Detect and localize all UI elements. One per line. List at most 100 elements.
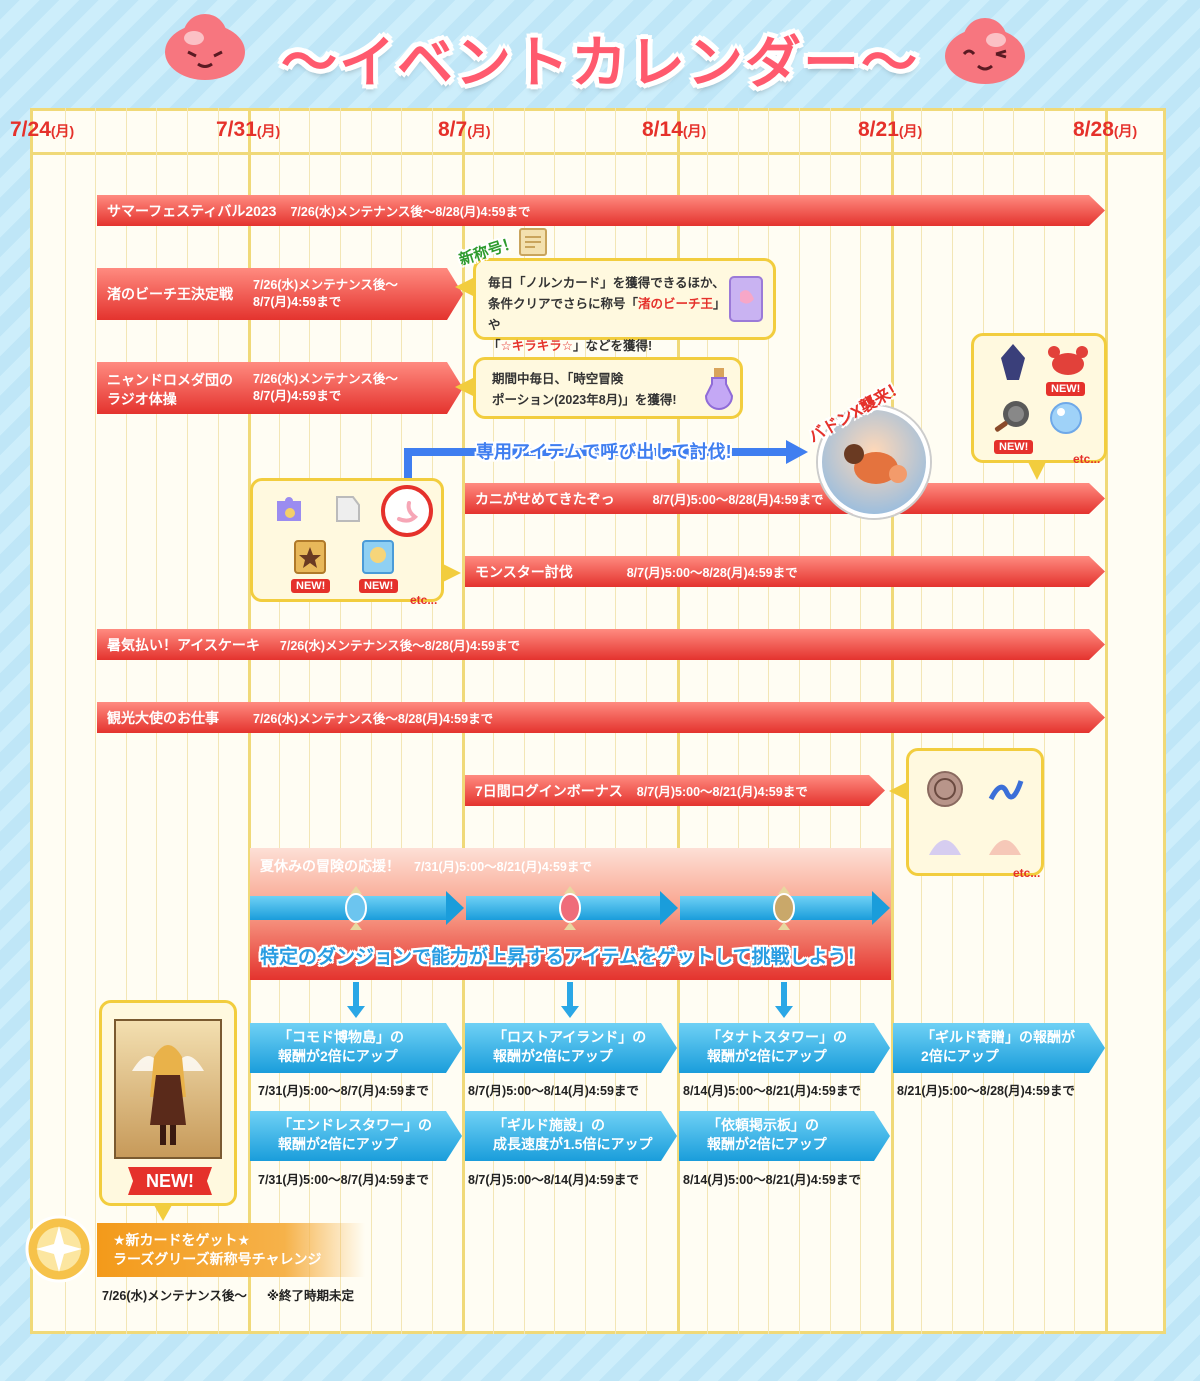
event-name: 暑気払い！アイスケーキ <box>107 636 260 653</box>
event-period: 7/26(水)メンテナンス後〜8/28(月)4:59まで <box>279 639 520 653</box>
event-bar-beach-king[interactable]: 渚のビーチ王決定戦 7/26(水)メンテナンス後〜8/7(月)4:59まで <box>97 268 463 320</box>
callout-text: 毎日「ノルンカード」を獲得できるほか、 条件クリアでさらに称号「渚のビーチ王」や… <box>488 276 726 353</box>
header: 〜イベントカレンダー〜 <box>0 4 1200 100</box>
lane-arrow-head <box>660 891 678 925</box>
reward-period: 7/31(月)5:00〜8/7(月)4:59まで <box>258 1084 429 1098</box>
event-name: 渚のビーチ王決定戦 <box>107 286 233 302</box>
callout-pointer <box>889 782 907 800</box>
reward-period: 8/21(月)5:00〜8/28(月)4:59まで <box>897 1084 1075 1098</box>
card-challenge-bar[interactable]: ★新カードをゲット★ ラーズグリーズ新称号チャレンジ <box>97 1223 365 1277</box>
event-bar-ice-cake[interactable]: 暑気払い！アイスケーキ 7/26(水)メンテナンス後〜8/28(月)4:59まで <box>97 629 1105 660</box>
reward-bar[interactable]: 「依頼掲示板」の報酬が2倍にアップ <box>679 1111 890 1161</box>
new-badge: NEW! <box>359 579 399 593</box>
event-name: 観光大使のお仕事 <box>107 709 219 726</box>
event-period: 7/26(水)メンテナンス後〜※終了時期未定 <box>102 1289 355 1303</box>
reward-bar[interactable]: 「ロストアイランド」の報酬が2倍にアップ <box>465 1023 677 1073</box>
event-bar-crab[interactable]: カニがせめてきたぞっ 8/7(月)5:00〜8/28(月)4:59まで <box>465 483 1105 514</box>
etc-label: etc... <box>1013 866 1041 880</box>
callout-pointer <box>154 1205 172 1221</box>
date-label: 8/28(月) <box>1073 118 1138 141</box>
event-name: ニャンドロメダ団のラジオ体操 <box>107 372 233 407</box>
date-label: 8/14(月) <box>642 118 707 141</box>
event-period: 8/7(月)5:00〜8/28(月)4:59まで <box>626 566 798 580</box>
day-gridline <box>65 108 66 1334</box>
event-bar-monster[interactable]: モンスター討伐 8/7(月)5:00〜8/28(月)4:59まで <box>465 556 1105 587</box>
new-card-callout: NEW! <box>99 1000 237 1206</box>
callout-text: 期間中毎日、「時空冒険 ポーション(2023年8月)」を獲得! <box>492 372 677 407</box>
reward-bar[interactable]: 「ギルド施設」の成長速度が1.5倍にアップ <box>465 1111 677 1161</box>
card-icon <box>294 540 326 574</box>
new-badge: NEW! <box>1046 382 1086 396</box>
lane-arrow-head <box>446 891 464 925</box>
candy-icon <box>345 886 367 930</box>
card-art <box>114 1019 222 1159</box>
poring-icon <box>945 18 1025 84</box>
callout-pointer <box>455 278 473 296</box>
poring-icon <box>165 14 245 80</box>
beach-reward-callout: 毎日「ノルンカード」を獲得できるほか、 条件クリアでさらに称号「渚のビーチ王」や… <box>473 258 776 353</box>
summon-arrow-stem <box>404 448 412 492</box>
login-reward-callout <box>906 748 1044 876</box>
radio-reward-callout: 期間中毎日、「時空冒険 ポーション(2023年8月)」を獲得! <box>473 357 743 419</box>
date-label: 7/24(月) <box>10 118 75 141</box>
etc-label: etc... <box>1073 452 1101 466</box>
crab-reward-callout: NEW! NEW! <box>971 333 1107 463</box>
new-badge: NEW! <box>291 579 331 593</box>
boss-portrait <box>818 406 930 518</box>
reward-bar[interactable]: 「タナトスタワー」の報酬が2倍にアップ <box>679 1023 890 1073</box>
date-row-divider <box>30 152 1166 155</box>
new-badge: NEW! <box>994 440 1034 454</box>
date-label: 8/21(月) <box>858 118 923 141</box>
down-arrow-head <box>347 1006 365 1018</box>
reward-bar[interactable]: 「エンドレスタワー」の報酬が2倍にアップ <box>250 1111 462 1161</box>
reward-period: 8/14(月)5:00〜8/21(月)4:59まで <box>683 1173 861 1187</box>
event-bar-login-bonus[interactable]: 7日間ログインボーナス 8/7(月)5:00〜8/21(月)4:59まで <box>465 775 885 806</box>
event-name: 7日間ログインボーナス <box>475 782 623 799</box>
reward-period: 8/7(月)5:00〜8/14(月)4:59まで <box>468 1173 639 1187</box>
down-arrow <box>781 982 787 1008</box>
lane-arrow-head <box>872 891 890 925</box>
crab-icon <box>844 444 907 484</box>
reward-bar[interactable]: 「コモド博物島」の報酬が2倍にアップ <box>250 1023 462 1073</box>
reward-period: 8/14(月)5:00〜8/21(月)4:59まで <box>683 1084 861 1098</box>
monster-item-callout: NEW! NEW! <box>250 478 444 602</box>
callout-pointer <box>443 564 461 582</box>
date-label: 7/31(月) <box>216 118 281 141</box>
powder-icon <box>929 840 961 855</box>
down-arrow <box>353 982 359 1008</box>
down-arrow-head <box>775 1006 793 1018</box>
candy-icon <box>773 886 795 930</box>
event-period: 7/26(水)メンテナンス後〜8/28(月)4:59まで <box>290 205 531 219</box>
event-bar-radio[interactable]: ニャンドロメダ団のラジオ体操 7/26(水)メンテナンス後〜8/7(月)4:59… <box>97 362 463 414</box>
callout-pointer <box>1028 462 1046 480</box>
frying-pan-icon <box>994 401 1029 432</box>
event-period: 7/26(水)メンテナンス後〜8/7(月)4:59まで <box>253 278 398 309</box>
summer-banner-text: 特定のダンジョンで能力が上昇するアイテムをゲットして挑戦しよう！ <box>260 947 866 968</box>
date-label: 8/7(月) <box>438 118 491 141</box>
highlight-circle <box>381 485 433 537</box>
page-title: 〜イベントカレンダー〜 <box>281 31 919 94</box>
event-name: サマーフェスティバル2023 <box>107 202 277 219</box>
event-bar-summer-festival[interactable]: サマーフェスティバル2023 7/26(水)メンテナンス後〜8/28(月)4:5… <box>97 195 1105 226</box>
paper-icon <box>336 496 360 522</box>
day-gridline <box>95 108 96 1334</box>
event-name: ★新カードをゲット★ ラーズグリーズ新称号チャレンジ <box>113 1232 322 1267</box>
worm-icon <box>397 501 419 523</box>
ribbon-icon <box>988 780 1024 801</box>
powder-icon <box>989 840 1021 855</box>
event-period: 7/26(水)メンテナンス後〜8/7(月)4:59まで <box>253 372 398 403</box>
scroll-icon <box>519 228 547 256</box>
new-badge: NEW! <box>128 1167 212 1195</box>
summon-arrow-head <box>786 440 808 464</box>
event-period: 8/7(月)5:00〜8/21(月)4:59まで <box>636 785 808 799</box>
event-bar-tourism[interactable]: 観光大使のお仕事 7/26(水)メンテナンス後〜8/28(月)4:59まで <box>97 702 1105 733</box>
coin-icon <box>927 771 963 807</box>
summon-arrow-line <box>404 448 788 456</box>
valkyrie-illustration <box>132 1045 204 1145</box>
callout-pointer <box>455 378 473 396</box>
event-name: カニがせめてきたぞっ <box>475 490 615 507</box>
card-icon <box>362 540 394 574</box>
orb-icon <box>1050 402 1082 434</box>
crab-claw-icon <box>1048 346 1088 375</box>
